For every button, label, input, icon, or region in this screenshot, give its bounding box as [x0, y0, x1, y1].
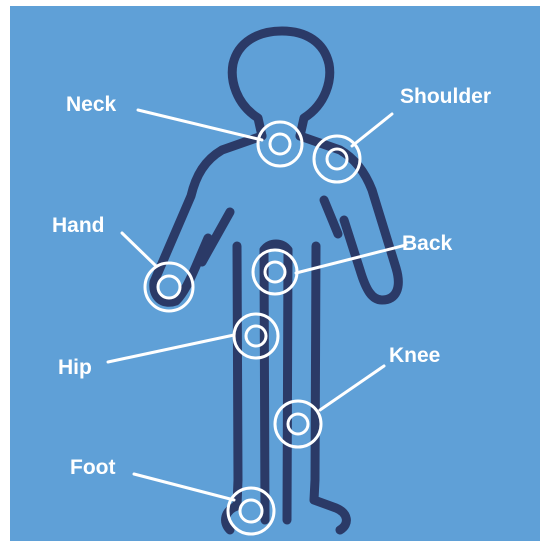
back-label: Back	[402, 232, 453, 255]
foot-label: Foot	[70, 456, 115, 479]
knee-label: Knee	[389, 344, 440, 367]
shoulder-label: Shoulder	[400, 85, 491, 108]
hip-label: Hip	[58, 356, 92, 379]
neck-label: Neck	[66, 93, 117, 116]
hand-label: Hand	[52, 214, 105, 237]
